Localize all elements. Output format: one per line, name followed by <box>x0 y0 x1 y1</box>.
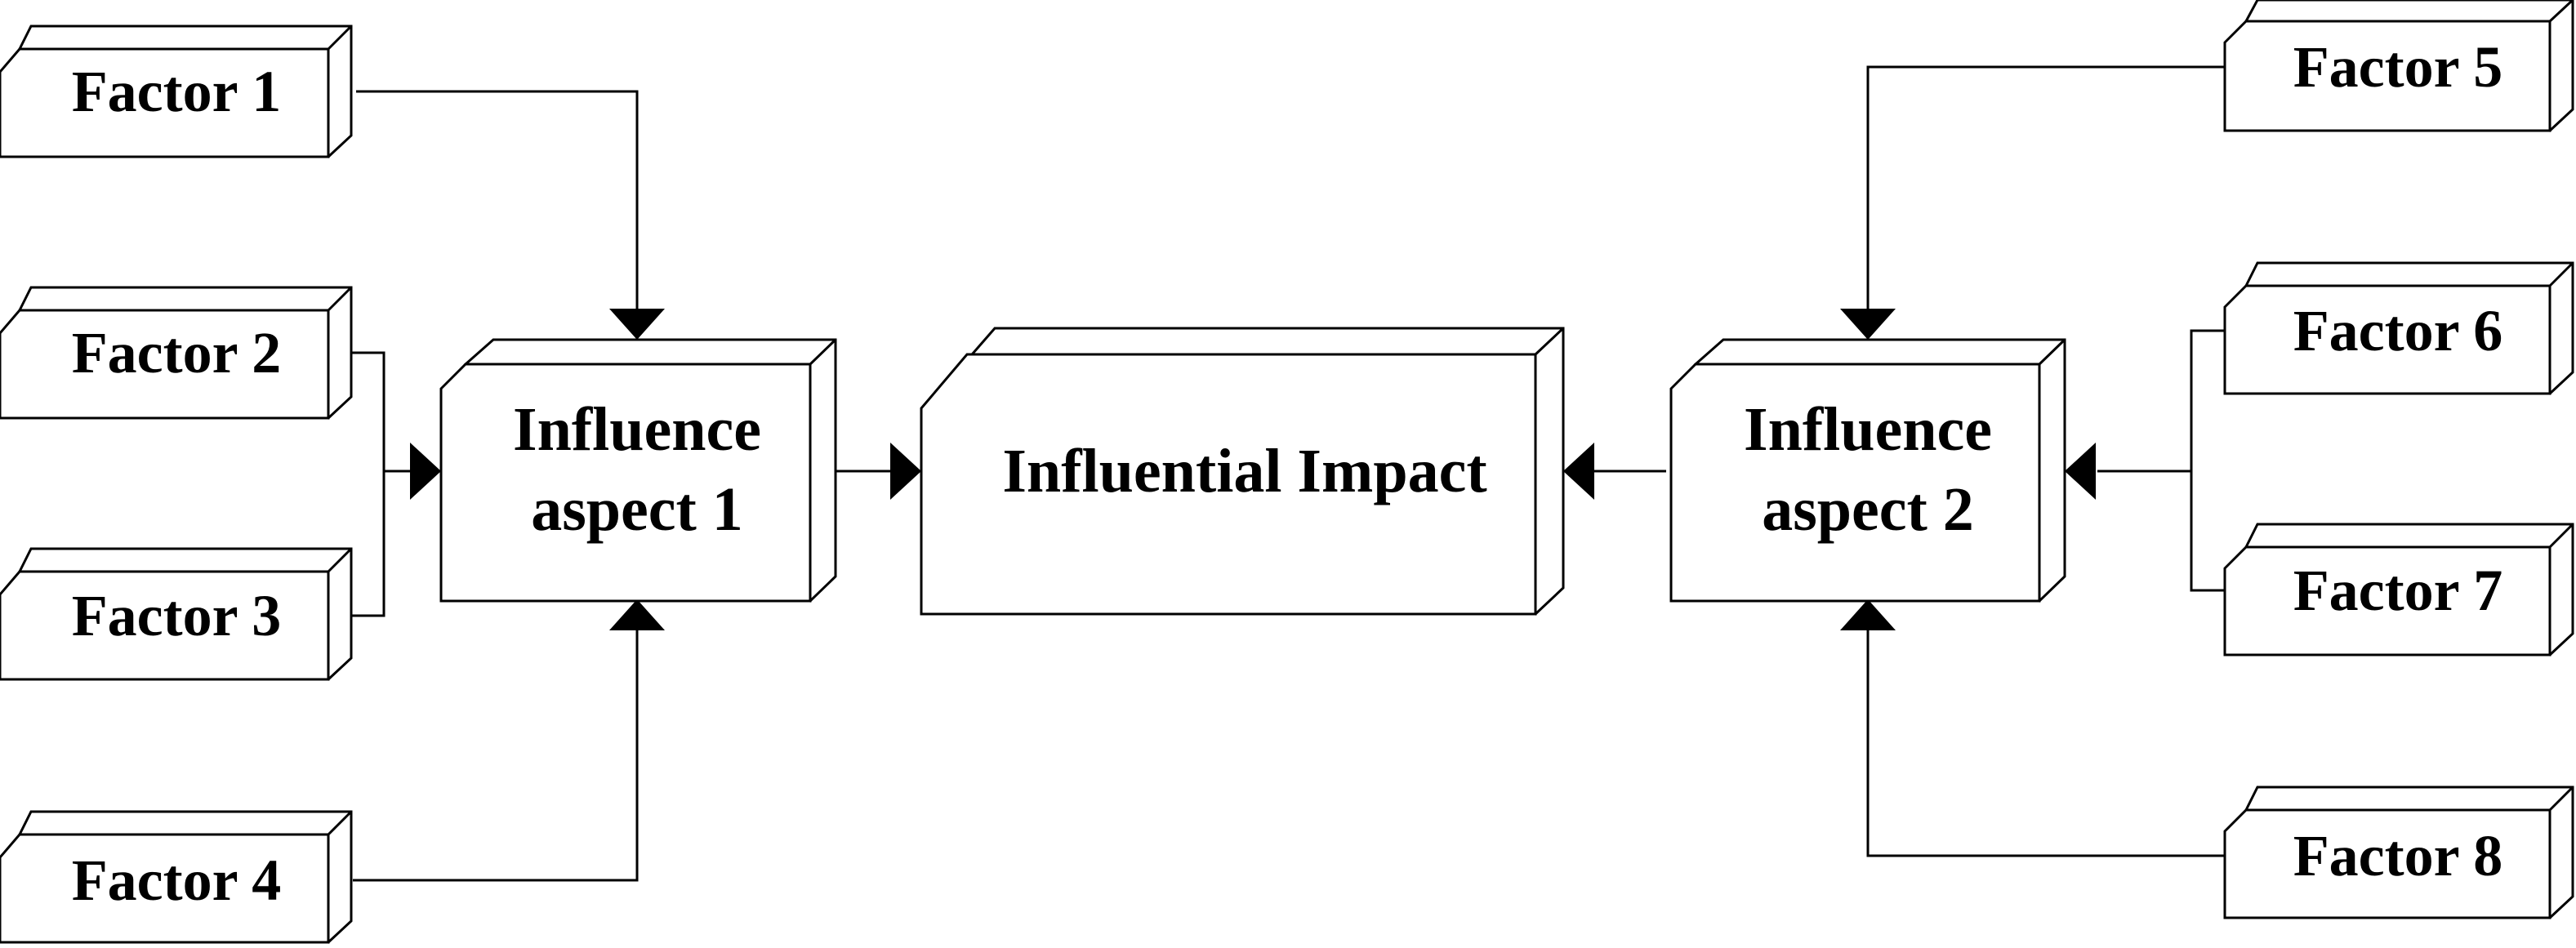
aspect-label-line2: aspect 2 <box>1762 475 1974 544</box>
impact-label: Influential Impact <box>1002 437 1486 505</box>
arrowhead-left-impact <box>1563 443 1594 500</box>
factor-box-5: Factor 5 <box>2223 0 2574 132</box>
arrowhead-down-aspect2 <box>1840 309 1896 340</box>
factor-box-8: Factor 8 <box>2223 786 2574 919</box>
factor-box-2: Factor 2 <box>0 286 353 420</box>
connector-factor2-aspect1 <box>351 351 386 617</box>
aspect-label-line2: aspect 1 <box>531 475 743 544</box>
influence-aspect-box-2: Influence aspect 2 <box>1669 338 2066 603</box>
arrowhead-right-aspect1 <box>410 443 441 500</box>
connector-factor4-aspect1 <box>353 629 639 882</box>
connectors <box>351 65 2225 882</box>
factor-box-3: Factor 3 <box>0 547 353 681</box>
factor-label: Factor 8 <box>2293 823 2503 888</box>
factor-box-1: Factor 1 <box>0 24 353 158</box>
arrowheads <box>410 309 2096 630</box>
arrowhead-down-aspect1 <box>609 309 665 340</box>
aspect-label-line1: Influence <box>1744 395 1992 464</box>
arrowhead-left-aspect2 <box>2065 443 2096 500</box>
factor-box-6: Factor 6 <box>2223 261 2574 395</box>
arrowhead-right-impact <box>890 443 921 500</box>
connector-factor8-aspect2 <box>1866 629 2225 857</box>
factor-box-4: Factor 4 <box>0 810 353 944</box>
aspect-label-line1: Influence <box>513 395 761 464</box>
connector-factor1-aspect1 <box>356 90 639 310</box>
factor-label: Factor 7 <box>2293 558 2503 623</box>
factor-label: Factor 3 <box>72 583 282 648</box>
arrowhead-up-aspect2 <box>1840 599 1896 630</box>
factor-label: Factor 2 <box>72 320 282 385</box>
factor-label: Factor 1 <box>72 59 282 124</box>
factor-label: Factor 6 <box>2293 298 2503 363</box>
factor-box-7: Factor 7 <box>2223 523 2574 656</box>
factor-label: Factor 5 <box>2293 34 2503 100</box>
influential-impact-box: Influential Impact <box>920 327 1565 616</box>
connector-factor6-aspect2 <box>2190 329 2225 592</box>
arrowhead-up-aspect1 <box>609 599 665 630</box>
connector-factor5-aspect2 <box>1866 65 2225 310</box>
influence-aspect-box-1: Influence aspect 1 <box>439 338 837 603</box>
factor-label: Factor 4 <box>72 848 282 913</box>
